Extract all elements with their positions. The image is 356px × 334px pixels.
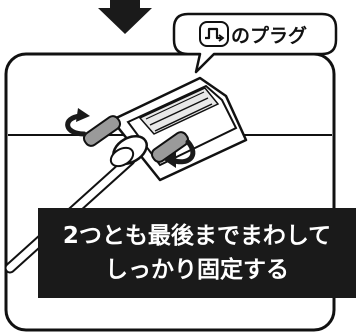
rotate-arrow-icon: [65, 108, 90, 137]
callout-text: のプラグ: [230, 24, 307, 47]
instruction-caption: 2つとも最後までまわして しっかり固定する: [38, 208, 356, 298]
caption-line-1: 2つとも最後までまわして: [62, 223, 332, 249]
callout-label: のプラグ: [171, 14, 335, 54]
vga-connector: [109, 76, 248, 182]
down-arrow-icon: [98, 0, 152, 34]
right-screw: [150, 131, 190, 163]
port-plug-icon: [198, 21, 229, 47]
caption-line-2: しっかり固定する: [105, 257, 289, 283]
rotate-arrow-icon: [164, 139, 196, 168]
left-screw: [82, 115, 122, 147]
caption-box: [38, 208, 356, 298]
